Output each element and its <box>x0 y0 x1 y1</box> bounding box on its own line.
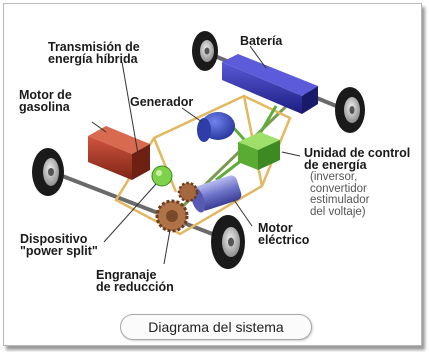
label-gas-motor-line-2: gasolina <box>19 100 70 114</box>
power-control-unit <box>238 132 280 170</box>
label-power-split-line-2: "power split" <box>20 244 98 258</box>
rear-right-wheel <box>335 87 365 133</box>
diagram-frame: Transmisión de energía híbrida Batería M… <box>3 3 422 346</box>
label-gas-motor: Motor de gasolina <box>19 88 72 114</box>
leader-lines <box>91 45 301 265</box>
label-control-unit-details-line-4: del voltaje) <box>310 205 366 218</box>
battery <box>222 54 318 114</box>
label-control-unit-line-2: de energía <box>304 158 367 172</box>
label-reduction-gear-line-1: Engranaje <box>96 268 157 282</box>
rear-left-wheel <box>192 31 218 71</box>
hybrid-system-illustration <box>32 31 365 269</box>
label-transmission-line-2: energía híbrida <box>48 52 138 66</box>
label-gas-motor-line-1: Motor de <box>19 88 72 102</box>
label-battery: Batería <box>240 34 283 48</box>
label-transmission: Transmisión de energía híbrida <box>48 40 140 66</box>
gasoline-engine <box>88 126 150 180</box>
label-generator: Generador <box>130 95 194 109</box>
front-axle <box>51 170 229 242</box>
generator <box>197 112 235 142</box>
label-reduction-gear: Engranaje de reducción <box>96 268 174 294</box>
label-control-unit-details-line-2: convertidor <box>310 182 367 195</box>
label-electric-motor-line-1: Motor <box>258 221 293 235</box>
front-right-wheel <box>211 215 245 269</box>
label-control-unit: Unidad de control de energía <box>304 146 411 172</box>
front-left-wheel <box>32 148 64 196</box>
label-control-unit-details-line-3: estimulador <box>310 194 370 206</box>
power-split-device <box>151 165 173 187</box>
reduction-gears <box>155 181 199 233</box>
label-control-unit-details-line-1: (inversor, <box>310 171 358 183</box>
diagram-caption: Diagrama del sistema <box>120 314 312 340</box>
label-electric-motor-line-2: eléctrico <box>258 233 310 247</box>
label-transmission-line-1: Transmisión de <box>48 40 140 54</box>
label-power-split: Dispositivo "power split" <box>20 232 98 258</box>
label-control-unit-line-1: Unidad de control <box>304 146 411 160</box>
label-control-unit-details: (inversor, convertidor estimulador del v… <box>310 171 370 218</box>
label-reduction-gear-line-2: de reducción <box>96 280 174 294</box>
label-electric-motor: Motor eléctrico <box>258 221 310 247</box>
label-power-split-line-1: Dispositivo <box>20 232 88 246</box>
